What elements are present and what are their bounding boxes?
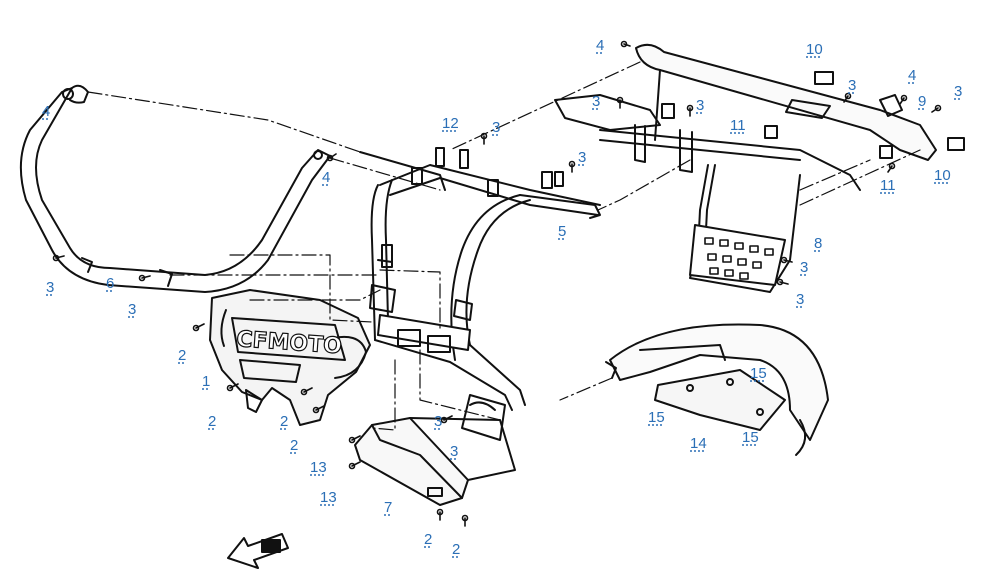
callout-part-15[interactable]: 15 <box>648 409 665 426</box>
callout-part-12[interactable]: 12 <box>442 115 459 132</box>
callout-part-3[interactable]: 3 <box>796 291 805 308</box>
callout-part-2[interactable]: 2 <box>452 541 461 558</box>
callout-part-15[interactable]: 15 <box>742 429 759 446</box>
callout-part-5[interactable]: 5 <box>558 223 567 240</box>
callout-part-2[interactable]: 2 <box>208 413 217 430</box>
callout-part-15[interactable]: 15 <box>750 365 767 382</box>
callout-part-3[interactable]: 3 <box>46 279 55 296</box>
callout-part-11[interactable]: 11 <box>880 177 896 194</box>
callout-part-3[interactable]: 3 <box>492 119 501 136</box>
skid-plate <box>354 417 516 506</box>
callout-part-4[interactable]: 4 <box>908 67 917 84</box>
callout-part-3[interactable]: 3 <box>592 93 601 110</box>
callout-part-2[interactable]: 2 <box>290 437 299 454</box>
callout-part-7[interactable]: 7 <box>384 499 393 516</box>
callout-part-2[interactable]: 2 <box>424 531 433 548</box>
assembly-guide-lines <box>87 61 921 471</box>
callout-part-1[interactable]: 1 <box>202 373 211 390</box>
callout-part-3[interactable]: 3 <box>954 83 963 100</box>
callout-part-4[interactable]: 4 <box>42 103 51 120</box>
fastener-bolts <box>52 40 942 527</box>
rear-rack-assembly <box>554 43 965 293</box>
callout-part-2[interactable]: 2 <box>178 347 187 364</box>
callout-part-13[interactable]: 13 <box>310 459 327 476</box>
callout-part-3[interactable]: 3 <box>696 97 705 114</box>
callout-part-10[interactable]: 10 <box>934 167 951 184</box>
callout-part-3[interactable]: 3 <box>128 301 137 318</box>
callout-part-3[interactable]: 3 <box>578 149 587 166</box>
front-frame <box>359 147 601 441</box>
callout-part-3[interactable]: 3 <box>450 443 459 460</box>
callout-part-13[interactable]: 13 <box>320 489 337 506</box>
front-fascia-panel <box>209 289 371 426</box>
callout-part-2[interactable]: 2 <box>280 413 289 430</box>
rear-guard <box>605 323 829 456</box>
callout-part-10[interactable]: 10 <box>806 41 823 58</box>
callout-part-3[interactable]: 3 <box>848 77 857 94</box>
callout-part-8[interactable]: 8 <box>814 235 823 252</box>
callout-part-9[interactable]: 9 <box>918 93 927 110</box>
callout-part-3[interactable]: 3 <box>800 259 809 276</box>
front-bumper-tube <box>19 84 331 293</box>
callout-part-3[interactable]: 3 <box>434 413 443 430</box>
callout-part-4[interactable]: 4 <box>596 37 605 54</box>
callout-part-11[interactable]: 11 <box>730 117 746 134</box>
callout-part-4[interactable]: 4 <box>322 169 331 186</box>
orientation-arrow <box>227 533 289 569</box>
callout-part-6[interactable]: 6 <box>106 275 115 292</box>
callout-part-14[interactable]: 14 <box>690 435 707 452</box>
